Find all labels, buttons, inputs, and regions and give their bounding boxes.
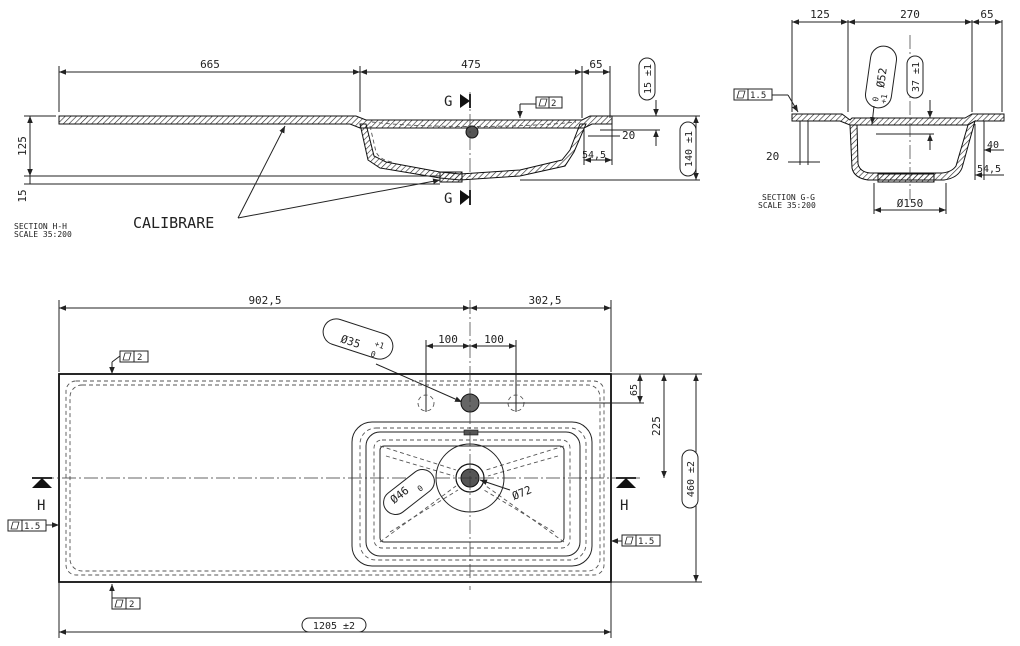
plan-basin-dash [359,427,587,561]
plan-dia72: Ø72 [479,479,534,503]
gg-dim-40: 40 [987,140,999,151]
section-hh: 665 475 65 G G [14,57,700,239]
plan-dia35: Ø35 +1 0 [322,318,463,403]
gg-drain [877,173,935,183]
gg-dia150: Ø150 [873,183,947,214]
tol-15: 15 ±1 [643,64,654,94]
svg-text:37 ±1: 37 ±1 [911,62,922,92]
gg-dim-20: 20 [766,150,779,163]
dim-100-left: 100 [438,333,458,346]
gg-basin-wall [849,119,976,181]
plan-bottom-dimension: 1205 ±2 [58,582,612,638]
plan-overflow [463,429,479,436]
gg-right-dims: 40 54,5 [974,121,1004,180]
section-gg: 125 270 65 Ø52 +1 0 37 ±1 [733,8,1005,214]
svg-text:1.5: 1.5 [24,522,40,532]
svg-text:H: H [620,498,628,514]
section-gg-scale: SCALE 35:200 [758,201,816,210]
plan-top-dimensions: 902,5 302,5 100 100 [58,294,612,412]
gg-dim-125: 125 [810,8,830,21]
hh-drain [439,171,463,183]
tol-460: 460 ±2 [686,461,697,497]
svg-text:1.5: 1.5 [750,91,766,101]
plan-dia46: Ø46 0 [383,469,435,515]
section-hh-label: SECTION H-H [14,222,67,231]
svg-text:Ø35: Ø35 [339,332,362,351]
dim-100-right: 100 [484,333,504,346]
svg-text:1.5: 1.5 [638,537,654,547]
dim-65: 65 [589,58,602,71]
hh-tap-hole [465,125,479,139]
plan-basin-inner-dash [373,439,571,549]
plan-flatness-right: 1.5 [611,534,661,547]
gg-tol37: 37 ±1 [876,55,934,150]
svg-text:0: 0 [369,349,377,359]
cut-h-right: H [616,477,636,514]
gg-top-dimensions: 125 270 65 [791,8,1003,112]
dim-15: 15 [16,189,29,202]
svg-text:0: 0 [416,483,425,493]
plan-right-dimensions: 65 225 460 ±2 [480,373,702,583]
section-gg-label: SECTION G-G [762,193,815,202]
dim-665: 665 [200,58,220,71]
dim-475: 475 [461,58,481,71]
gg-slab [791,113,1005,126]
calibrare-callout: CALIBRARE [133,125,441,232]
plan-flatness-bottom: 2 [109,584,141,610]
svg-text:Ø150: Ø150 [897,197,924,210]
dim-125: 125 [16,136,29,156]
callout-calibrare: CALIBRARE [133,214,214,232]
gg-dim-270: 270 [900,8,920,21]
tol-140: 140 ±1 [684,131,695,167]
hh-top-dimensions: 665 475 65 [58,58,611,118]
gg-dim-54-5: 54,5 [977,164,1001,175]
plan-basin-outer [351,421,593,567]
svg-text:+1: +1 [373,339,385,351]
svg-text:Ø72: Ø72 [510,483,533,502]
plan-dashed-edge-1 [65,380,605,576]
dim-902-5: 902,5 [248,294,281,307]
plan-flatness-top: 2 [109,350,149,374]
gg-dim-20-group: 20 [766,121,820,165]
hh-flatness-2: 2 [517,96,563,118]
plan-tap-hole-left-optional [417,394,435,412]
hh-slab [58,115,613,129]
plan-basin-floor [379,445,565,543]
gg-dim-65: 65 [980,8,993,21]
svg-text:2: 2 [137,353,142,363]
svg-text:Ø52: Ø52 [874,67,890,88]
hh-left-dimensions: 125 15 [16,115,440,203]
svg-text:2: 2 [129,600,134,610]
dim-54-5: 54,5 [582,150,606,161]
gg-flatness: 1.5 [733,88,799,113]
hh-right-dimensions: 15 ±1 140 ±1 20 54,5 [520,57,700,181]
dim-225: 225 [650,416,663,436]
section-hh-scale: SCALE 35:200 [14,230,72,239]
cut-g-bottom: G [444,190,471,207]
cut-g-top: G [444,94,471,110]
svg-text:G: G [444,191,452,207]
plan-flatness-left: 1.5 [7,519,59,532]
svg-text:+1: +1 [879,93,889,104]
svg-text:2: 2 [551,99,556,109]
plan-view: 902,5 302,5 100 100 Ø35 +1 0 [7,294,702,638]
gg-dia52: Ø52 +1 0 [864,45,898,125]
cut-h-left: H [32,477,52,514]
tol-1205: 1205 ±2 [313,621,355,632]
svg-text:G: G [444,94,452,110]
svg-text:0: 0 [871,96,881,102]
dim-20: 20 [622,129,635,142]
svg-text:H: H [37,498,45,514]
dim-302-5: 302,5 [528,294,561,307]
dim-65: 65 [629,384,640,396]
